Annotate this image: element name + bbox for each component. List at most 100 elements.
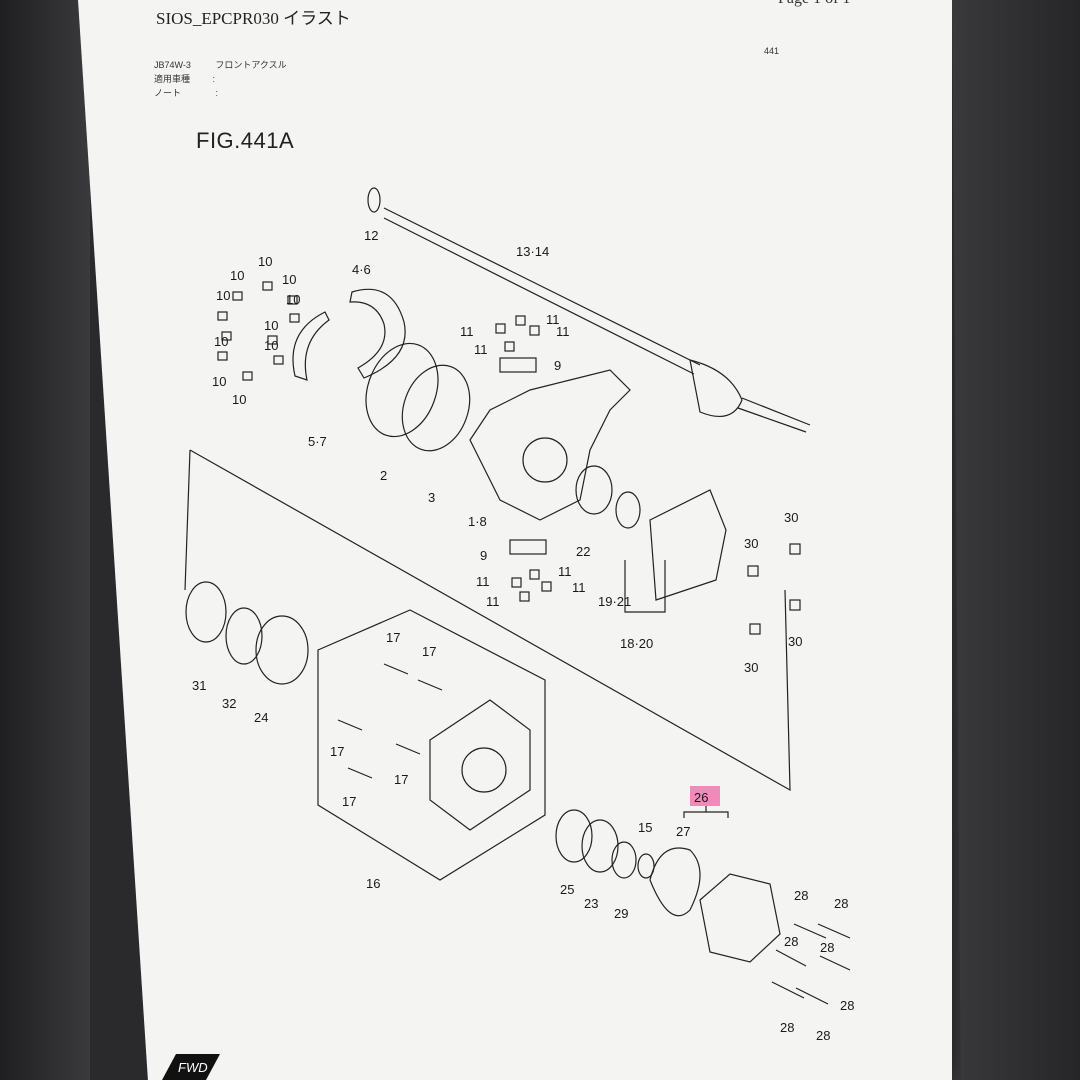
label-25: 25 [560,882,574,897]
label-28-a: 28 [794,888,808,903]
label-17-b: 17 [422,644,436,659]
plate-4-6 [349,288,406,379]
label-11-c: 11 [556,324,570,339]
bushing [615,491,641,529]
fwd-logo: FWD [162,1054,220,1080]
label-17-a: 17 [386,630,400,645]
label-28-f: 28 [780,1020,794,1035]
axle-shaft [383,207,811,433]
label-31: 31 [192,678,206,693]
label-9-bottom: 9 [480,548,487,563]
note-separator: : [215,88,219,98]
page-indicator: Page 1 of 1 [778,0,850,8]
wheel-studs-17 [337,663,443,779]
label-10-a: 10 [258,254,272,269]
label-11-b: 11 [546,312,560,327]
label-23: 23 [584,896,598,911]
kingpin-bottom-9 [509,539,547,555]
label-17-e: 17 [342,794,356,809]
label-10-e: 10 [286,292,300,307]
label-10-f: 10 [264,318,278,333]
label-10-j: 10 [232,392,246,407]
bolt-group-11 [495,315,552,602]
washer-29 [611,841,637,879]
label-11-f: 11 [476,574,490,589]
label-28-c: 28 [784,934,798,949]
ring-15 [637,853,655,879]
label-26: 26 [694,790,708,805]
label-10-i: 10 [212,374,226,389]
label-10-d: 10 [216,288,230,303]
svg-text:FWD: FWD [178,1060,208,1075]
hub-flange-16 [429,699,531,831]
steering-knuckle [469,369,631,521]
label-30-b: 30 [744,536,758,551]
hub-box-16 [317,609,546,881]
label-24: 24 [254,710,268,725]
label-10-b: 10 [230,268,244,283]
model-code: JB74W-3 [154,60,191,70]
seal-31 [185,581,227,643]
label-1-8: 1·8 [468,514,487,529]
label-10-h: 10 [264,338,278,353]
label-22: 22 [576,544,590,559]
bracket-19-21 [624,560,666,613]
bracket-26 [683,806,729,818]
document-title: SIOS_EPCPR030 イラスト [156,9,351,28]
spindle-18-20 [649,489,727,601]
label-28-d: 28 [820,940,834,955]
label-18-20: 18·20 [620,636,653,651]
assembly-boundary [184,449,791,792]
label-11-g: 11 [572,580,586,595]
label-12: 12 [364,228,378,243]
plate-23 [581,819,619,873]
label-13-14: 13·14 [516,244,549,259]
label-16: 16 [366,876,380,891]
label-2: 2 [380,468,387,483]
label-9-top: 9 [554,358,561,373]
label-19-21: 19·21 [598,594,631,609]
label-32: 32 [222,696,236,711]
label-28-g: 28 [816,1028,830,1043]
label-10-c: 10 [282,272,296,287]
label-17-d: 17 [394,772,408,787]
label-11-d: 11 [474,342,488,357]
label-28-e: 28 [840,998,854,1013]
label-3: 3 [428,490,435,505]
model-description: フロントアクスル [215,60,287,70]
bolt-group-30 [747,543,801,635]
part-26-highlight [690,786,720,806]
bearing-24 [255,615,309,685]
plate-5-7 [292,311,330,381]
label-4-6: 4·6 [352,262,371,277]
applicable-label: 適用車種 [154,74,191,84]
label-27: 27 [676,824,690,839]
label-11-h: 11 [486,594,500,609]
label-30-c: 30 [788,634,802,649]
label-10-g: 10 [214,334,228,349]
hub-cover-26 [699,873,781,963]
label-30-d: 30 [744,660,758,675]
desk-background-right [940,0,1080,1080]
label-11-a: 11 [460,324,474,339]
seal-2 [365,342,439,438]
applicable-separator: : [212,74,216,84]
note-line: ノート : [154,86,218,99]
model-line: JB74W-3 フロントアクスル [154,58,287,71]
seal-3 [401,364,471,452]
kingpin-top-9 [499,357,537,373]
label-30-a: 30 [784,510,798,525]
seal-12 [367,187,381,213]
snap-ring-32 [225,607,263,665]
label-15: 15 [638,820,652,835]
group-number: 441 [764,46,780,56]
label-29: 29 [614,906,628,921]
label-5-7: 5·7 [308,434,327,449]
desk-background-left [0,0,90,1080]
washer-25 [555,809,593,863]
label-28-b: 28 [834,896,848,911]
applicable-line: 適用車種 : [154,72,215,85]
bolt-group-10 [217,281,300,381]
note-label: ノート [154,88,182,98]
